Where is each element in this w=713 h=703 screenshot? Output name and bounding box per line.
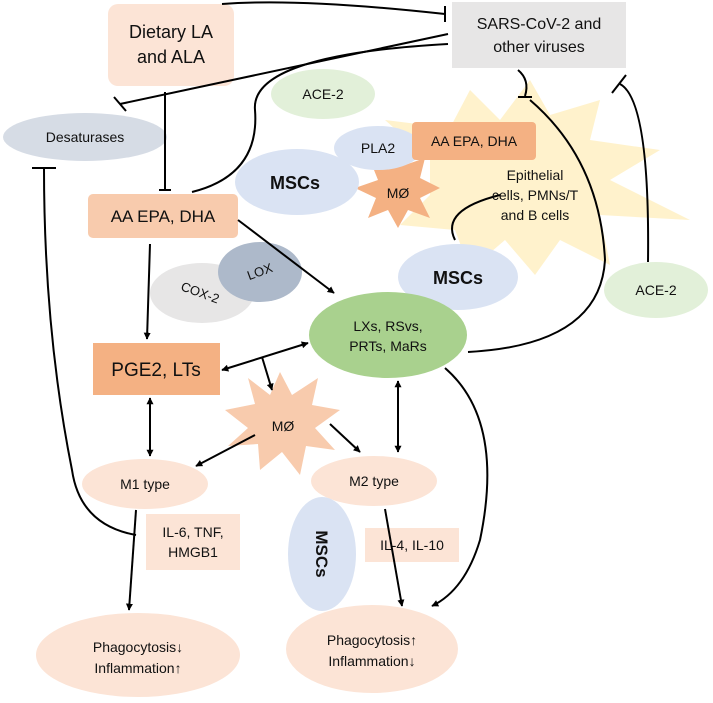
cytokines-m2-box xyxy=(365,528,459,562)
mo-upper-label: MØ xyxy=(387,185,410,201)
phago-left-label-line2: Inflammation↑ xyxy=(94,660,181,676)
dietary-label-line2: and ALA xyxy=(137,47,205,67)
mscs-vertical-label: MSCs xyxy=(312,530,331,577)
pla2-label: PLA2 xyxy=(361,140,395,156)
mscs-vertical-shape xyxy=(288,497,356,611)
desaturases-label: Desaturases xyxy=(46,129,125,145)
desaturases-shape xyxy=(3,113,167,161)
lox-shape xyxy=(218,242,302,302)
mscs-upper-left-shape xyxy=(235,149,359,215)
phago-right-label-line1: Phagocytosis↑ xyxy=(327,632,417,648)
pge2-label: PGE2, LTs xyxy=(111,360,200,381)
phago-right-shape xyxy=(286,605,458,693)
cytokines-m1-label-line1: IL-6, TNF, xyxy=(162,524,223,540)
connectors xyxy=(32,1,650,611)
pge2-box xyxy=(93,343,220,395)
epithelial-label-line1: Epithelial xyxy=(507,167,564,183)
mscs-center-label: MSCs xyxy=(433,268,483,288)
ace2-top-label: ACE-2 xyxy=(302,86,343,102)
aa-epa-dha-left-box xyxy=(88,194,238,238)
mscs-upper-left-label: MSCs xyxy=(270,173,320,193)
aa-epa-dha-right-label: AA EPA, DHA xyxy=(431,133,518,149)
sars-box xyxy=(452,2,626,68)
cytokines-m1-label-line2: HMGB1 xyxy=(168,544,218,560)
epithelial-label-line2: cells, PMNs/T xyxy=(492,187,579,203)
mscs-center-shape xyxy=(398,244,518,310)
ace2-right-label: ACE-2 xyxy=(635,282,676,298)
m1-shape xyxy=(82,459,208,509)
aa-epa-dha-right-box xyxy=(412,122,536,160)
m1-label: M1 type xyxy=(120,476,170,492)
epithelial-label-line3: and B cells xyxy=(501,207,569,223)
phago-left-shape xyxy=(36,613,240,697)
lipid-mediators-shape xyxy=(309,292,467,378)
macrophage-burst-center xyxy=(225,372,340,475)
cytokines-m1-box xyxy=(146,514,240,570)
dietary-box xyxy=(108,4,234,86)
mo-center-label: MØ xyxy=(272,418,295,434)
pla2-shape xyxy=(334,126,422,170)
m2-label: M2 type xyxy=(349,473,399,489)
phago-left-label-line1: Phagocytosis↓ xyxy=(93,639,183,655)
lipid-mediators-label-line1: LXs, RSvs, xyxy=(353,318,422,334)
ace2-right-shape xyxy=(604,262,708,318)
cytokines-m2-label: IL-4, IL-10 xyxy=(380,537,444,553)
sars-label-line2: other viruses xyxy=(493,39,585,56)
aa-epa-dha-left-label: AA EPA, DHA xyxy=(111,207,216,226)
ace2-top-shape xyxy=(271,69,375,119)
sars-label-line1: SARS-CoV-2 and xyxy=(477,16,602,33)
m2-shape xyxy=(311,456,437,506)
lipid-mediators-label-line2: PRTs, MaRs xyxy=(349,338,427,354)
phago-right-label-line2: Inflammation↓ xyxy=(328,653,415,669)
dietary-label-line1: Dietary LA xyxy=(129,22,213,42)
